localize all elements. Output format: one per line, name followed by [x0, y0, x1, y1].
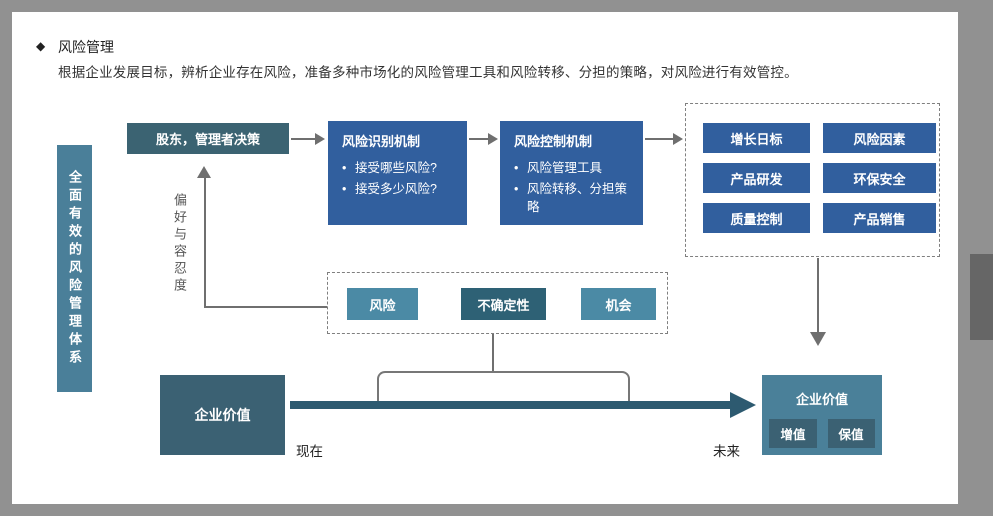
- connector-factors-stem: [492, 334, 494, 372]
- decision-box: 股东，管理者决策: [127, 123, 289, 154]
- arrow-line-control-areas: [645, 138, 673, 140]
- risk-area-risk-factors: 风险因素: [823, 123, 936, 153]
- arrow-line-preference-vertical: [204, 178, 206, 308]
- future-label: 未来: [713, 444, 740, 459]
- factor-uncertainty: 不确定性: [461, 288, 546, 320]
- risk-area-growth-target: 增长日标: [703, 123, 810, 153]
- risk-area-environment-safety: 环保安全: [823, 163, 936, 193]
- page-title: 风险管理: [58, 39, 114, 55]
- enterprise-value-end-title: 企业价值: [795, 392, 848, 407]
- overall-system-bar: 全面有效的风险管理体系: [57, 145, 92, 392]
- badge-preservation: 保值: [827, 419, 875, 448]
- enterprise-value-end-box: 企业价值 增值 保值: [762, 375, 882, 455]
- arrow-head-decision-identify: [315, 133, 325, 145]
- risk-control-list: 风险管理工具 风险转移、分担策略: [514, 159, 631, 216]
- page-subtitle: 根据企业发展目标，辨析企业存在风险，准备多种市场化的风险管理工具和风险转移、分担…: [58, 65, 798, 80]
- risk-areas-group: 增长日标 风险因素 产品研发 环保安全 质量控制 产品销售: [685, 103, 940, 257]
- overall-system-label: 全面有效的风险管理体系: [67, 169, 82, 368]
- value-arrow-head: [730, 392, 756, 418]
- connector-bracket: [377, 371, 630, 402]
- list-item: 风险转移、分担策略: [514, 180, 631, 216]
- preference-tolerance-label: 偏好与容忍度: [172, 193, 187, 295]
- arrow-head-identify-control: [488, 133, 498, 145]
- enterprise-value-start-box: 企业价值: [160, 375, 285, 455]
- value-arrow-line: [290, 401, 731, 409]
- arrow-line-preference-horizontal: [204, 306, 327, 308]
- scrollbar-thumb[interactable]: [970, 254, 993, 340]
- risk-area-product-rd: 产品研发: [703, 163, 810, 193]
- list-item: 接受哪些风险?: [342, 159, 455, 177]
- arrow-line-identify-control: [469, 138, 488, 140]
- arrow-head-preference-up: [197, 166, 211, 178]
- factors-group: 风险 不确定性 机会: [327, 272, 668, 334]
- diamond-bullet-icon: ◆: [36, 39, 46, 53]
- risk-control-box: 风险控制机制 风险管理工具 风险转移、分担策略: [500, 121, 643, 225]
- risk-area-quality-control: 质量控制: [703, 203, 810, 233]
- factor-opportunity: 机会: [581, 288, 656, 320]
- risk-control-title: 风险控制机制: [514, 134, 593, 149]
- value-badges: 增值 保值: [769, 419, 875, 448]
- badge-appreciation: 增值: [769, 419, 817, 448]
- risk-identify-title: 风险识别机制: [342, 134, 421, 149]
- risk-identify-box: 风险识别机制 接受哪些风险? 接受多少风险?: [328, 121, 467, 225]
- risk-identify-list: 接受哪些风险? 接受多少风险?: [342, 159, 455, 198]
- list-item: 风险管理工具: [514, 159, 631, 177]
- risk-area-product-sales: 产品销售: [823, 203, 936, 233]
- arrow-head-control-areas: [673, 133, 683, 145]
- arrow-line-areas-value: [817, 258, 819, 332]
- now-label: 现在: [296, 444, 323, 459]
- list-item: 接受多少风险?: [342, 180, 455, 198]
- arrow-line-decision-identify: [291, 138, 315, 140]
- factor-risk: 风险: [347, 288, 418, 320]
- arrow-head-areas-value: [810, 332, 826, 346]
